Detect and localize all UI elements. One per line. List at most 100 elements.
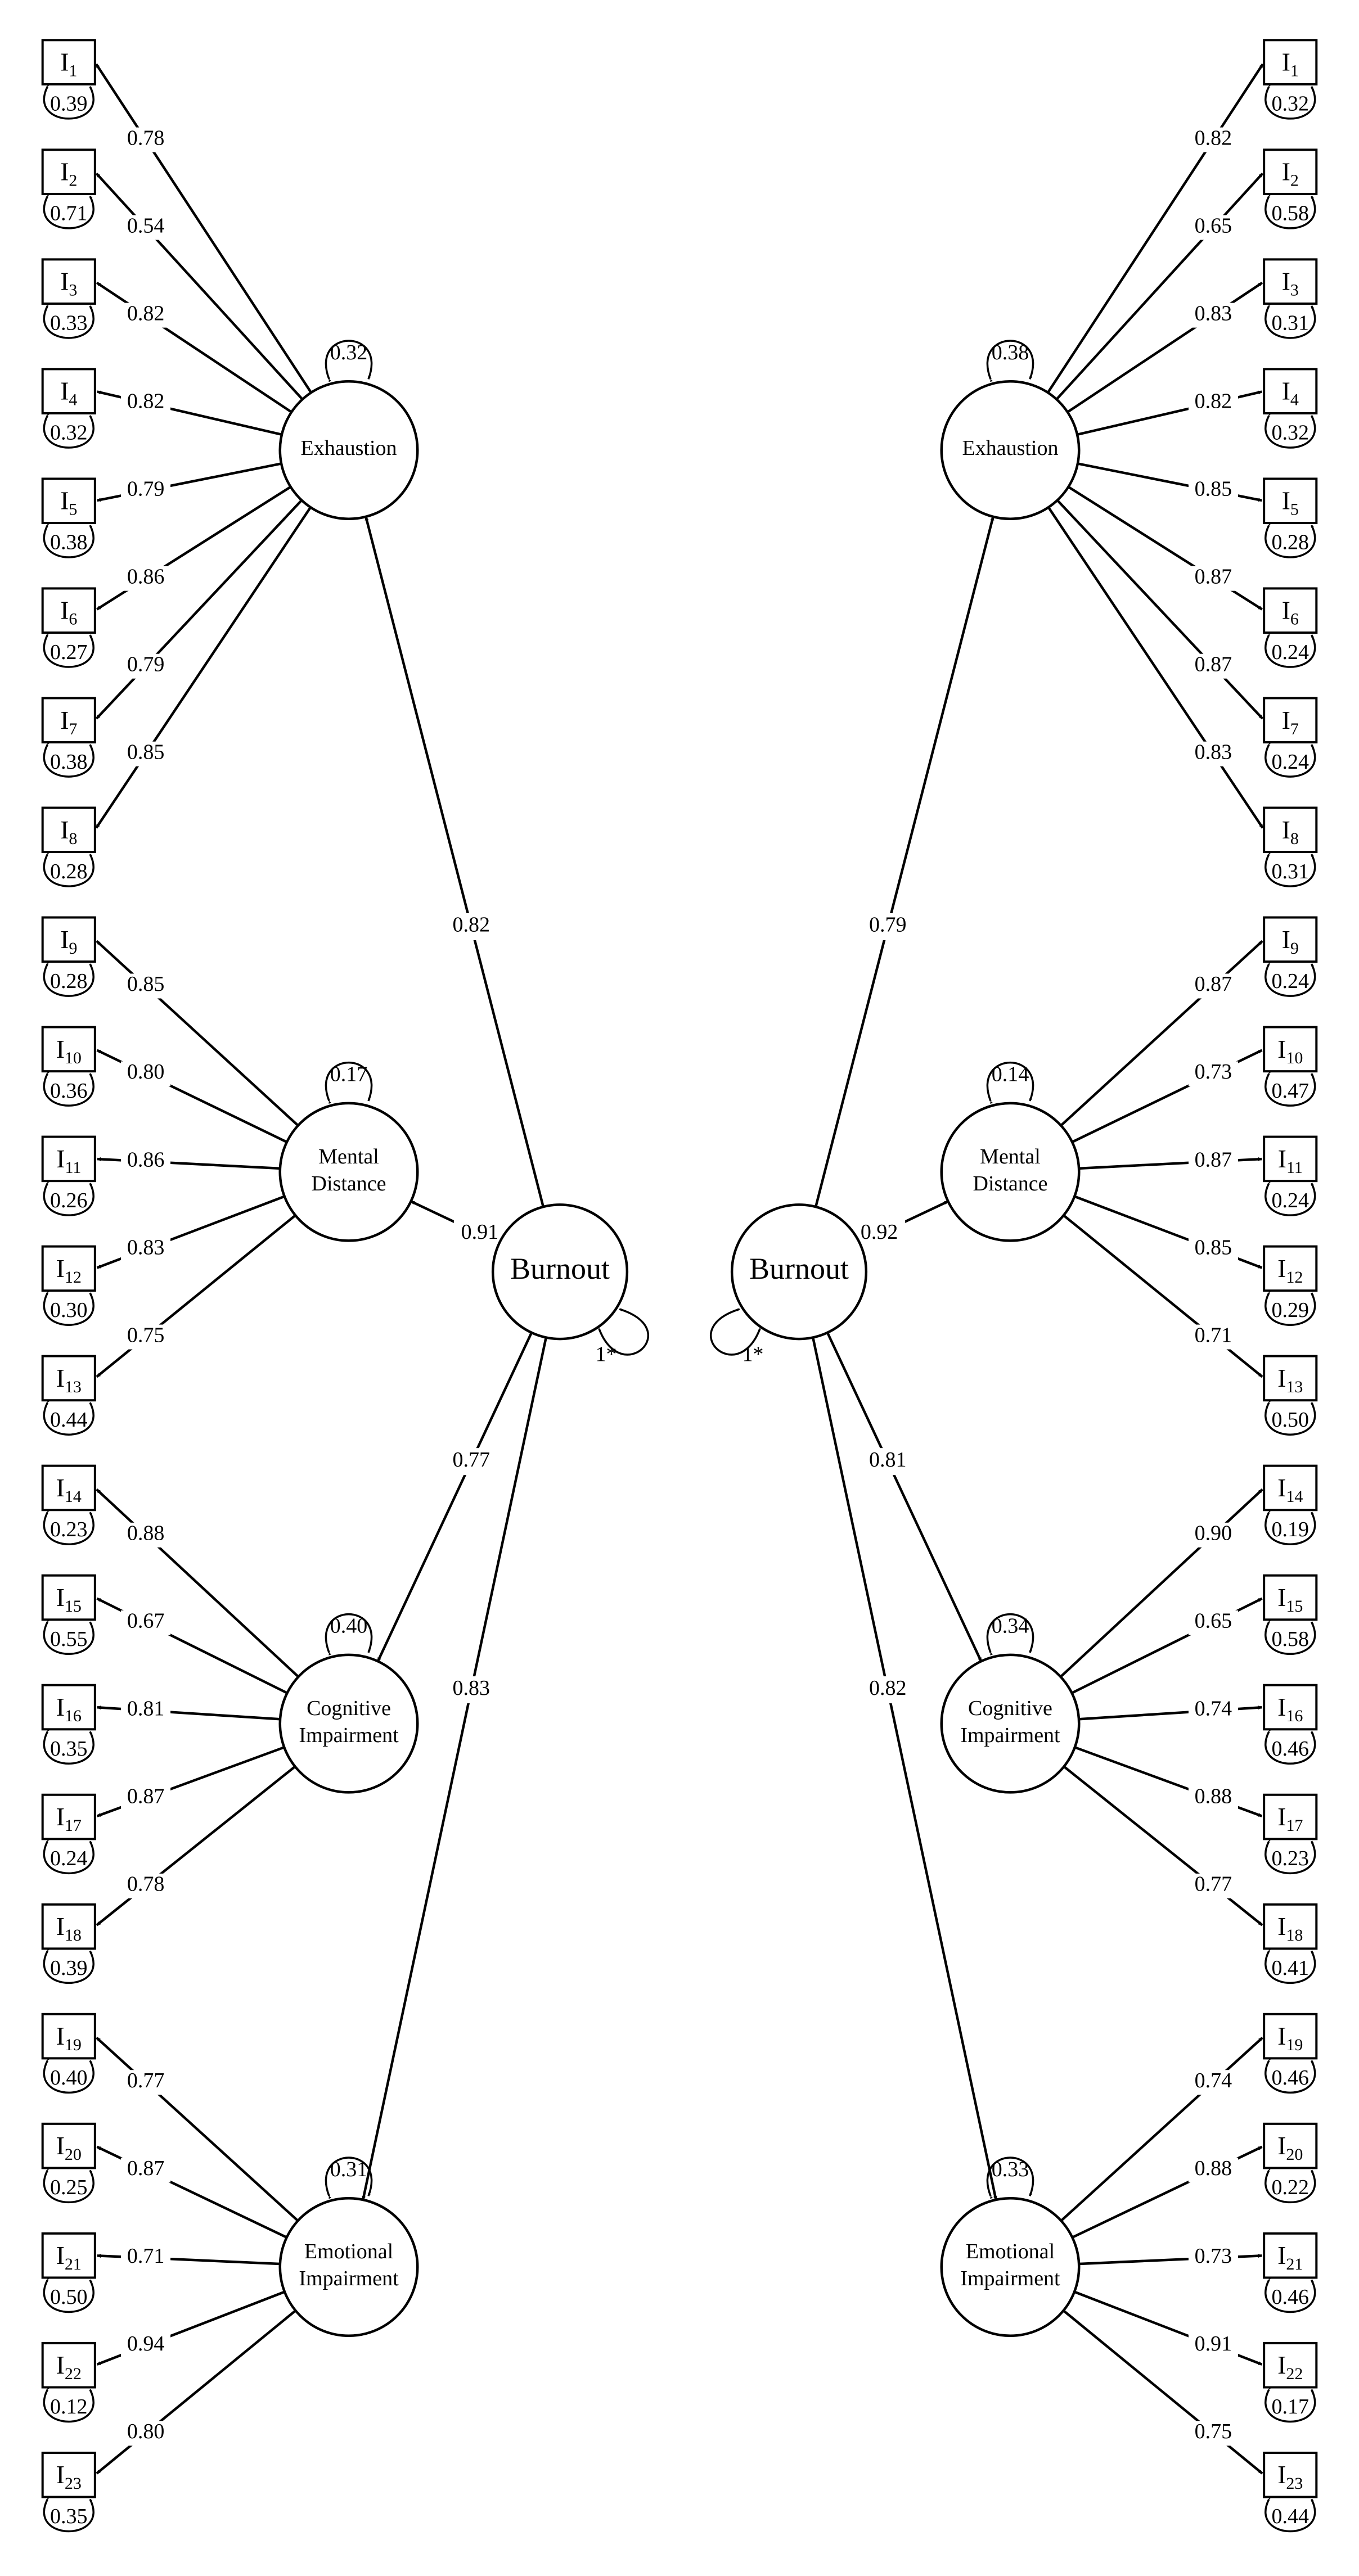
residual-loop <box>1264 1071 1316 1107</box>
item-box <box>1263 148 1318 195</box>
loading-label: 0.83 <box>1195 301 1232 325</box>
residual-label: 0.39 <box>50 92 88 116</box>
item-label: I12 <box>1277 1253 1303 1286</box>
item-subscript: 15 <box>65 1597 82 1616</box>
residual-loop <box>43 631 94 668</box>
residual-loop <box>43 1071 94 1107</box>
label-background <box>121 303 171 328</box>
item-subscript: 12 <box>1286 1268 1303 1287</box>
residual-loop <box>1264 631 1316 668</box>
loading-label: 0.77 <box>127 2069 165 2092</box>
loading-label: 0.87 <box>1195 565 1232 588</box>
item-subscript: 3 <box>69 281 77 300</box>
item-subscript: 20 <box>65 2145 82 2164</box>
item-subscript: 14 <box>1286 1487 1303 1506</box>
label-background <box>121 1698 171 1723</box>
item-label: I9 <box>1282 924 1299 957</box>
label-background <box>1188 741 1238 766</box>
loading-label: 0.86 <box>127 565 165 588</box>
label-background <box>121 2421 171 2446</box>
item-label: I14 <box>1277 1473 1303 1506</box>
item-subscript: 13 <box>65 1378 82 1396</box>
latent-factor-label: Cognitive <box>307 1697 391 1720</box>
loading-label: 0.87 <box>127 2157 165 2180</box>
item-subscript: 9 <box>1290 939 1299 958</box>
item-label: I17 <box>56 1802 82 1835</box>
loading-label: 0.83 <box>127 1235 165 1259</box>
factor-variance-label: 0.17 <box>330 1063 368 1086</box>
item-box <box>1263 1135 1318 1183</box>
factor-variance-loop <box>325 340 373 382</box>
residual-label: 0.39 <box>50 1956 88 1980</box>
residual-label: 0.32 <box>1271 421 1309 445</box>
loading-arrow <box>96 940 299 1127</box>
residual-loop <box>43 1400 94 1436</box>
item-box <box>41 1903 96 1950</box>
loading-label: 0.85 <box>127 740 165 764</box>
loading-label: 0.88 <box>127 1522 165 1545</box>
label-background <box>1188 1237 1238 1262</box>
burnout-variance-loop <box>710 1308 763 1356</box>
item-label: I8 <box>1282 815 1299 847</box>
label-background <box>862 913 914 941</box>
label-background <box>121 2070 171 2095</box>
residual-loop <box>1264 2277 1316 2313</box>
item-box <box>41 477 96 525</box>
item-subscript: 11 <box>1286 1158 1303 1177</box>
loading-arrow <box>1060 1488 1263 1678</box>
label-background <box>1188 215 1238 240</box>
item-label: I13 <box>56 1363 82 1396</box>
label-background <box>121 653 171 679</box>
label-background <box>121 1873 171 1898</box>
item-box <box>1263 1245 1318 1292</box>
item-box <box>1263 916 1318 963</box>
loading-label: 0.78 <box>127 126 165 150</box>
item-label: I1 <box>1282 47 1299 80</box>
loading-label: 0.82 <box>127 301 165 325</box>
residual-label: 0.23 <box>50 1518 88 1541</box>
item-subscript: 9 <box>69 939 77 958</box>
item-label: I1 <box>60 47 77 80</box>
label-background <box>121 973 171 999</box>
structural-path-label: 0.79 <box>869 913 907 937</box>
residual-loop <box>43 1290 94 1326</box>
residual-loop <box>1264 1290 1316 1326</box>
label-background <box>453 1220 506 1248</box>
item-box <box>41 2122 96 2169</box>
residual-loop <box>43 1180 94 1216</box>
latent-factor-label: Exhaustion <box>962 436 1058 460</box>
item-box <box>41 1793 96 1840</box>
factor-variance-label: 0.14 <box>992 1063 1029 1086</box>
item-subscript: 15 <box>1286 1597 1303 1616</box>
residual-loop <box>1264 1180 1316 1216</box>
residual-label: 0.58 <box>1271 1627 1309 1651</box>
residual-label: 0.25 <box>50 2176 88 2199</box>
residual-label: 0.46 <box>1271 2285 1309 2309</box>
latent-factor-label: Exhaustion <box>301 436 397 460</box>
loading-label: 0.71 <box>127 2244 165 2268</box>
label-background <box>121 478 171 503</box>
label-background <box>445 913 497 941</box>
item-box <box>41 2013 96 2060</box>
residual-loop <box>1264 193 1316 229</box>
loading-arrow <box>1047 506 1264 829</box>
item-subscript: 14 <box>65 1487 82 1506</box>
burnout-label: Burnout <box>749 1252 849 1285</box>
item-box <box>41 1464 96 1512</box>
residual-label: 0.17 <box>1271 2395 1309 2419</box>
item-label: I6 <box>60 595 77 628</box>
label-background <box>121 1061 171 1086</box>
residual-label: 0.28 <box>1271 531 1309 554</box>
structural-path-arrow <box>376 1332 533 1662</box>
burnout-circle <box>730 1203 868 1341</box>
loading-label: 0.87 <box>1195 972 1232 996</box>
residual-loop <box>43 741 94 778</box>
item-box <box>1263 2013 1318 2060</box>
item-label: I18 <box>1277 1912 1303 1945</box>
label-background <box>1188 390 1238 416</box>
item-subscript: 19 <box>65 2036 82 2054</box>
loading-label: 0.87 <box>127 1785 165 1808</box>
factor-variance-loop <box>986 1613 1034 1655</box>
item-subscript: 23 <box>1286 2474 1303 2493</box>
residual-loop <box>1264 2058 1316 2094</box>
